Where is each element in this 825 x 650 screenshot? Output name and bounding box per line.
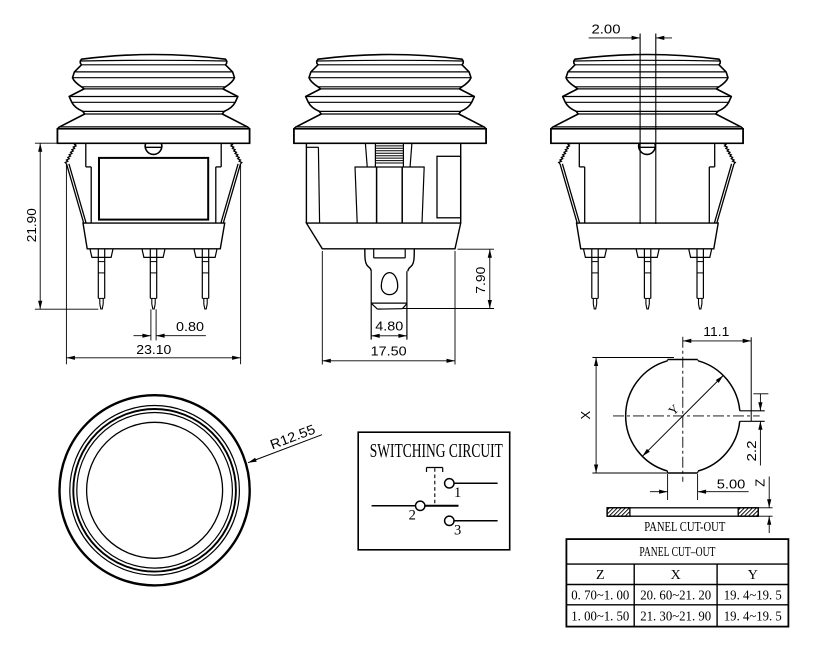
svg-text:19. 4~19. 5: 19. 4~19. 5 [724, 610, 782, 625]
svg-text:X: X [671, 568, 681, 583]
svg-text:PANEL CUT–OUT: PANEL CUT–OUT [639, 545, 715, 560]
svg-text:PANEL CUT-OUT: PANEL CUT-OUT [644, 519, 726, 534]
svg-text:21.90: 21.90 [24, 208, 39, 242]
svg-text:0.80: 0.80 [176, 319, 204, 334]
svg-text:17.50: 17.50 [371, 344, 407, 359]
svg-text:20. 60~21. 20: 20. 60~21. 20 [640, 588, 711, 603]
svg-text:2.00: 2.00 [592, 21, 621, 36]
svg-text:4.80: 4.80 [375, 319, 403, 334]
svg-text:Z: Z [596, 568, 605, 583]
svg-text:SWITCHING CIRCUIT: SWITCHING CIRCUIT [370, 441, 503, 462]
svg-text:23.10: 23.10 [136, 342, 171, 357]
svg-text:2.2: 2.2 [744, 441, 759, 462]
svg-text:Z: Z [753, 479, 768, 487]
svg-text:5.00: 5.00 [717, 477, 746, 492]
svg-text:7.90: 7.90 [473, 267, 488, 294]
svg-text:3: 3 [454, 523, 461, 539]
svg-text:19. 4~19. 5: 19. 4~19. 5 [724, 588, 782, 603]
svg-text:1: 1 [454, 485, 461, 501]
svg-text:21. 30~21. 90: 21. 30~21. 90 [640, 610, 711, 625]
svg-text:0. 70~1. 00: 0. 70~1. 00 [571, 588, 629, 603]
svg-text:2: 2 [409, 508, 416, 524]
svg-text:11.1: 11.1 [703, 324, 729, 339]
svg-text:R12.55: R12.55 [268, 422, 317, 453]
svg-text:X: X [578, 411, 593, 420]
svg-text:1. 00~1. 50: 1. 00~1. 50 [571, 610, 629, 625]
svg-text:Y: Y [748, 568, 758, 583]
